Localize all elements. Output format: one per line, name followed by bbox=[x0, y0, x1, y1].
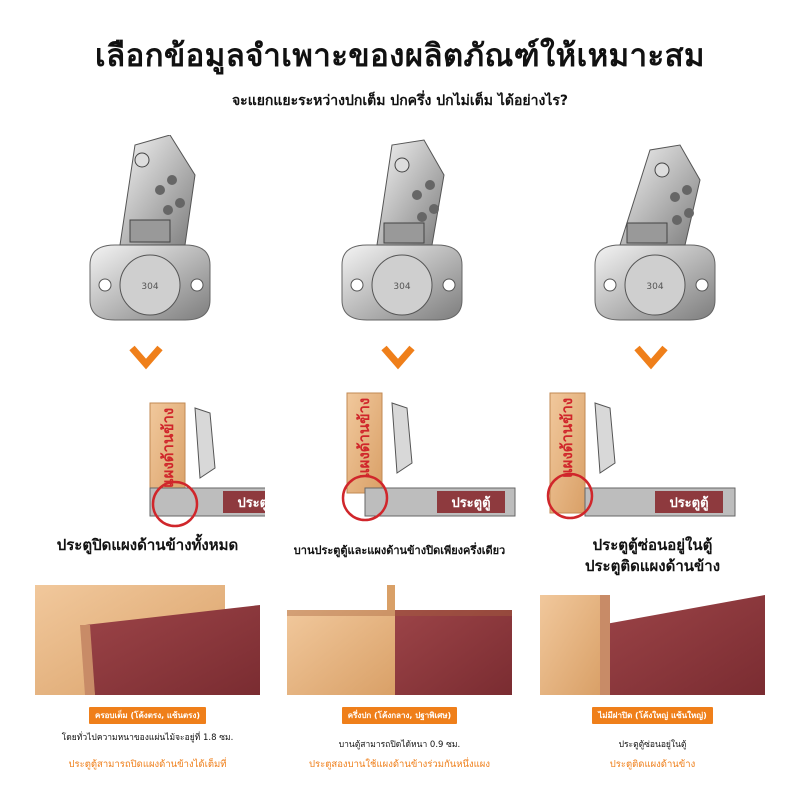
caption-inset-line2: ประตูติดแผงด้านข้าง bbox=[584, 557, 721, 575]
down-arrow-icon bbox=[634, 345, 668, 370]
caption-inset: ประตูตู้ซ่อนอยู่ในตู้ ประตูติดแผงด้านข้า… bbox=[520, 535, 785, 577]
side-panel-label: แผงด้านข้าง bbox=[355, 398, 373, 478]
page-title: เลือกข้อมูลจำเพาะของผลิตภัณฑ์ให้เหมาะสม bbox=[95, 38, 705, 74]
photo-half-overlay bbox=[287, 585, 512, 695]
hinge-diagram-half: แผงด้านข้าง ประตูตู้ bbox=[341, 392, 516, 522]
type-badge: ไม่มีฝาปิด (โค้งใหญ่ แซ้นใหญ่) bbox=[592, 707, 713, 724]
usage-note: ประตูติดแผงด้านข้าง bbox=[609, 759, 696, 770]
hinge-diagram-full: แผงด้านข้าง ประตูตู้ bbox=[149, 402, 265, 528]
side-panel-label: แผงด้านข้าง bbox=[159, 408, 177, 488]
hinge-diagram-inset: แผงด้านข้าง ประตูตู้ bbox=[546, 392, 736, 520]
column-inset: 304 แผงด้านข้าง ประตูตู้ ประตูตู้ซ่อนอยู… bbox=[520, 0, 785, 800]
caption-full-overlay: ประตูปิดแผงด้านข้างทั้งหมด bbox=[56, 536, 239, 554]
photo-full-overlay bbox=[35, 585, 260, 695]
hinge-stamp: 304 bbox=[141, 282, 158, 292]
hinge-inset-image: 304 bbox=[594, 144, 716, 321]
thickness-note: โดยทั่วไปความหนาของแผ่นไม้จะอยู่ที่ 1.8 … bbox=[61, 733, 234, 743]
page-subtitle: จะแยกแยะระหว่างปกเต็ม ปกครึ่ง ปกไม่เต็ม … bbox=[231, 93, 569, 109]
caption-half-overlay: บานประตูตู้และแผงด้านข้างปิดเพียงครึ่งเด… bbox=[293, 544, 506, 557]
door-label: ประตูตู้ bbox=[237, 495, 265, 511]
hinge-full-overlay-image: 304 bbox=[89, 135, 211, 321]
door-label: ประตูตู้ bbox=[669, 495, 708, 511]
down-arrow-icon bbox=[129, 345, 163, 370]
caption-inset-line1: ประตูตู้ซ่อนอยู่ในตู้ bbox=[592, 536, 713, 554]
column-half-overlay: 304 แผงด้านข้าง ประตูตู้ บานประตูตู้และแ… bbox=[267, 0, 532, 800]
hinge-half-overlay-image: 304 bbox=[341, 139, 463, 321]
door-label: ประตูตู้ bbox=[451, 495, 490, 511]
hinge-stamp: 304 bbox=[393, 282, 410, 292]
thickness-note: ประตูตู้ซ่อนอยู่ในตู้ bbox=[618, 740, 687, 750]
usage-note: ประตูสองบานใช้แผงด้านข้างร่วมกันหนึ่งแผง bbox=[309, 759, 490, 770]
thickness-note: บานตู้สามารถปิดได้หนา 0.9 ซม. bbox=[338, 740, 461, 750]
side-panel-label: แผงด้านข้าง bbox=[558, 398, 576, 478]
usage-note: ประตูตู้สามารถปิดแผงด้านข้างได้เต็มที่ bbox=[68, 759, 227, 770]
type-badge: ครึ่งปก (โค้งกลาง, ปฐาพิเศษ) bbox=[341, 707, 458, 724]
down-arrow-icon bbox=[381, 345, 415, 370]
photo-inset bbox=[540, 595, 765, 695]
hinge-stamp: 304 bbox=[646, 282, 663, 292]
column-full-overlay: 304 แผงด้านข้าง ประตูตู้ ประตูปิดแผงด้าน… bbox=[15, 0, 280, 800]
type-badge: ครอบเต็ม (โค้งตรง, แซ้นตรง) bbox=[88, 707, 207, 724]
